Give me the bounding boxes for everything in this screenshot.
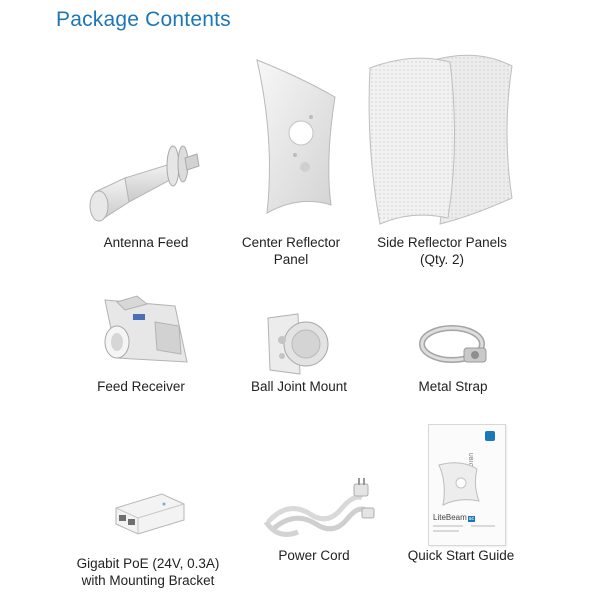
- guide-text-line: [471, 525, 495, 527]
- item-label-metal-strap: Metal Strap: [418, 379, 488, 394]
- page-title: Package Contents: [56, 8, 231, 31]
- item-label-side-reflector-panels: Side Reflector Panels (Qty. 2): [377, 235, 507, 267]
- item-label-poe-adapter: Gigabit PoE (24V, 0.3A) with Mounting Br…: [76, 556, 220, 588]
- guide-product-badge: ac: [467, 516, 476, 522]
- item-label-center-reflector: Center Reflector Panel: [241, 235, 341, 267]
- guide-text-line: [433, 530, 459, 532]
- item-label-antenna-feed: Antenna Feed: [103, 235, 189, 250]
- poe-adapter-icon: [115, 493, 185, 535]
- guide-product-name: LiteBeam: [433, 513, 467, 522]
- antenna-feed-icon: [89, 145, 200, 222]
- ubiquiti-logo-icon: [485, 431, 495, 441]
- item-label-feed-receiver: Feed Receiver: [97, 379, 185, 394]
- power-cord-icon: [263, 478, 375, 537]
- side-reflector-panels-icon: [368, 54, 513, 225]
- item-label-ball-joint-mount: Ball Joint Mount: [250, 379, 348, 394]
- item-label-power-cord: Power Cord: [278, 548, 350, 563]
- metal-strap-icon: [419, 325, 487, 363]
- center-reflector-icon: [256, 59, 336, 214]
- item-label-quick-start-guide: Quick Start Guide: [407, 548, 515, 563]
- guide-text-line: [433, 525, 463, 527]
- feed-receiver-icon: [104, 295, 188, 363]
- guide-reflector-illustration-icon: [438, 462, 480, 506]
- ball-joint-mount-icon: [267, 313, 329, 375]
